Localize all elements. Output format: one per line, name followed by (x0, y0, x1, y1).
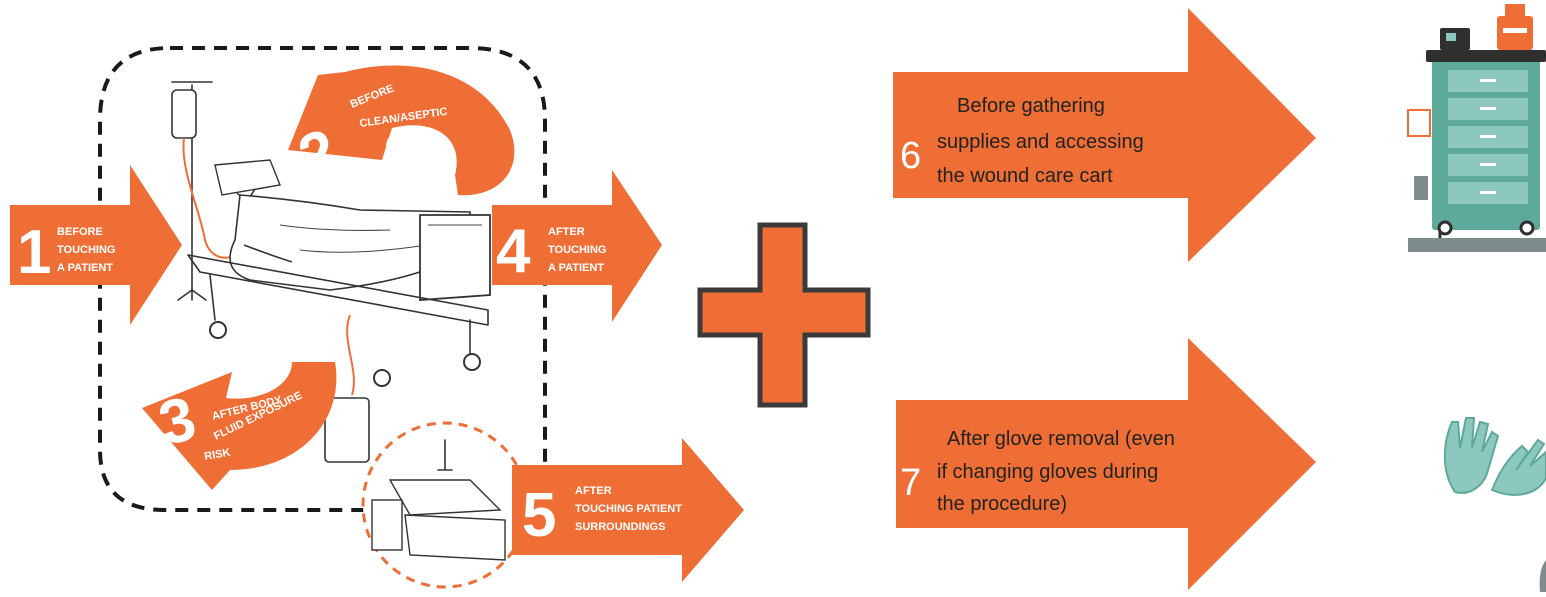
moment-3-arrow: 3 AFTER BODY FLUID EXPOSURE RISK (142, 362, 337, 490)
moment-1-line-1: BEFORE (57, 226, 103, 238)
moment-4-number: 4 (496, 217, 531, 286)
plus-icon (697, 222, 871, 408)
moment-7-line-2: if changing gloves during (937, 461, 1158, 483)
moment-4-line-1: AFTER (548, 226, 585, 238)
moment-6-callout-arrow: 6 Before gathering supplies and accessin… (893, 8, 1316, 262)
moment-7-number: 7 (900, 462, 921, 504)
moment-4-line-2: TOUCHING (548, 244, 606, 256)
moment-1-line-3: A PATIENT (57, 262, 113, 274)
patient-zone-boundary (98, 46, 547, 512)
moment-1-number: 1 (17, 218, 51, 287)
moment-5-number: 5 (522, 481, 556, 550)
moment-1-line-2: TOUCHING (57, 244, 115, 256)
patient-surroundings-icon (371, 439, 506, 561)
moment-4-arrow: 4 AFTER TOUCHING A PATIENT (492, 170, 662, 322)
moment-5-line-2: TOUCHING PATIENT (575, 503, 682, 515)
moment-7-callout-arrow: 7 After glove removal (even if changing … (896, 338, 1316, 590)
wound-care-cart-icon (1407, 4, 1546, 252)
moment-5-line-3: SURROUNDINGS (575, 521, 665, 533)
moment-7-line-3: the procedure) (937, 493, 1067, 515)
moment-6-number: 6 (900, 135, 921, 177)
moment-3-line-3: RISK (203, 447, 231, 463)
drainage-bag-icon (324, 314, 370, 463)
moment-6-line-2: supplies and accessing (937, 131, 1144, 153)
hospital-bed-icon (187, 159, 491, 387)
moment-4-line-3: A PATIENT (548, 262, 604, 274)
moment-5-line-1: AFTER (575, 485, 612, 497)
moment-1-arrow: 1 BEFORE TOUCHING A PATIENT (10, 165, 182, 325)
partial-icon-fragment (1539, 560, 1546, 592)
moment-6-line-3: the wound care cart (937, 165, 1113, 187)
moment-6-line-1: Before gathering (957, 95, 1105, 117)
gloves-icon (1443, 417, 1546, 496)
moment-5-arrow: 5 AFTER TOUCHING PATIENT SURROUNDINGS (512, 438, 744, 582)
moment-7-line-1: After glove removal (even (947, 428, 1175, 450)
moment-2-arrow: 2 BEFORE CLEAN/ASEPTIC PROCEDURE (288, 65, 515, 196)
moment-2-line-3: PROCEDURE (384, 136, 455, 169)
